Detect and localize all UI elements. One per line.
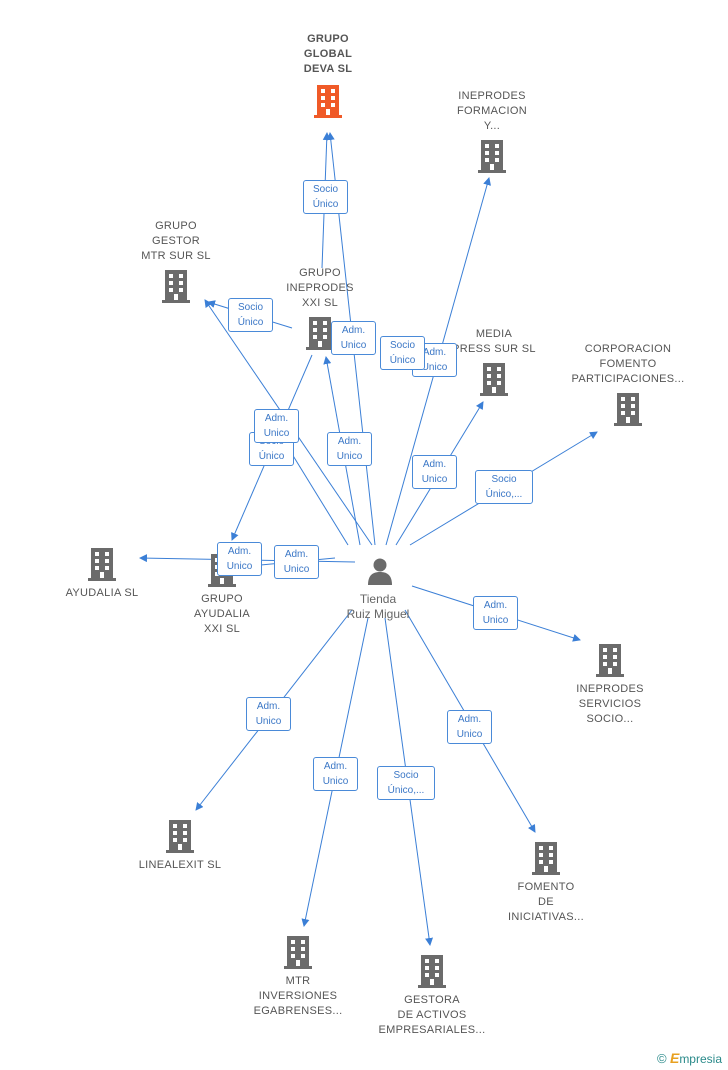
building-icon xyxy=(418,955,446,988)
node-mtr-inversiones[interactable]: MTR INVERSIONES EGABRENSES... xyxy=(246,934,350,1019)
node-media-press-sur[interactable]: MEDIA PRESS SUR SL xyxy=(442,327,546,397)
node-ineprodes-servicios[interactable]: INEPRODES SERVICIOS SOCIO... xyxy=(558,642,662,727)
brand-watermark: © Empresia xyxy=(657,1050,722,1066)
node-corporacion-fomento[interactable]: CORPORACION FOMENTO PARTICIPACIONES... xyxy=(566,342,690,427)
building-icon xyxy=(480,363,508,396)
node-label: GRUPO GLOBAL DEVA SL xyxy=(303,33,353,75)
building-icon xyxy=(314,85,342,118)
brand-name: mpresia xyxy=(679,1052,722,1066)
person-node[interactable] xyxy=(355,556,405,586)
node-fomento-iniciativas[interactable]: FOMENTO DE INICIATIVAS... xyxy=(494,840,598,925)
edge-label[interactable]: Adm. Unico xyxy=(217,542,262,576)
node-label: FOMENTO DE INICIATIVAS... xyxy=(508,881,584,923)
edge-label[interactable]: Adm. Unico xyxy=(313,757,358,791)
edge-label[interactable]: Socio Único,... xyxy=(475,470,533,504)
node-label: AYUDALIA SL xyxy=(65,587,139,599)
node-linealexit[interactable]: LINEALEXIT SL xyxy=(128,818,232,873)
node-label: GRUPO INEPRODES XXI SL xyxy=(286,267,354,309)
edge-label[interactable]: Adm. Unico xyxy=(327,432,372,466)
node-gestora-activos[interactable]: GESTORA DE ACTIVOS EMPRESARIALES... xyxy=(370,953,494,1038)
node-grupo-gestor-mtr[interactable]: GRUPO GESTOR MTR SUR SL xyxy=(124,219,228,304)
edge-label[interactable]: Socio Único xyxy=(380,336,425,370)
node-ineprodes-formacion[interactable]: INEPRODES FORMACION Y... xyxy=(440,89,544,174)
node-label: LINEALEXIT SL xyxy=(138,859,222,871)
node-grupo-ineprodes-xxi[interactable]: GRUPO INEPRODES XXI SL xyxy=(268,266,372,351)
edge-label[interactable]: Adm. Unico xyxy=(412,455,457,489)
node-label: GRUPO GESTOR MTR SUR SL xyxy=(141,220,211,262)
building-icon xyxy=(166,820,194,853)
edge-label[interactable]: Adm. Unico xyxy=(246,697,291,731)
edge-label[interactable]: Socio Único,... xyxy=(377,766,435,800)
edge-label[interactable]: Adm. Unico xyxy=(447,710,492,744)
edge-label[interactable]: Adm. Unico xyxy=(254,409,299,443)
node-label: MTR INVERSIONES EGABRENSES... xyxy=(253,975,343,1017)
brand-initial: E xyxy=(669,1050,680,1066)
building-icon xyxy=(596,644,624,677)
node-label: GRUPO AYUDALIA XXI SL xyxy=(194,593,250,635)
edge-label[interactable]: Adm. Unico xyxy=(473,596,518,630)
building-icon xyxy=(478,140,506,173)
copyright-icon: © xyxy=(657,1051,667,1066)
building-icon xyxy=(284,936,312,969)
building-icon xyxy=(88,548,116,581)
person-name: Tienda Ruiz Miguel xyxy=(346,592,410,621)
node-label: CORPORACION FOMENTO PARTICIPACIONES... xyxy=(571,343,685,385)
building-icon xyxy=(162,270,190,303)
edge-label[interactable]: Socio Único xyxy=(228,298,273,332)
edge-label[interactable]: Socio Único xyxy=(303,180,348,214)
node-label: GESTORA DE ACTIVOS EMPRESARIALES... xyxy=(378,994,486,1036)
person-icon xyxy=(368,558,392,585)
building-icon xyxy=(306,317,334,350)
node-label: MEDIA PRESS SUR SL xyxy=(452,328,536,355)
node-label: INEPRODES SERVICIOS SOCIO... xyxy=(576,683,644,725)
node-grupo-global-deva[interactable]: GRUPO GLOBAL DEVA SL xyxy=(276,32,380,119)
edge-label[interactable]: Adm. Unico xyxy=(331,321,376,355)
node-ayudalia[interactable]: AYUDALIA SL xyxy=(50,546,154,601)
node-label: INEPRODES FORMACION Y... xyxy=(457,90,527,132)
building-icon xyxy=(614,393,642,426)
edge-label[interactable]: Adm. Unico xyxy=(274,545,319,579)
building-icon xyxy=(532,842,560,875)
